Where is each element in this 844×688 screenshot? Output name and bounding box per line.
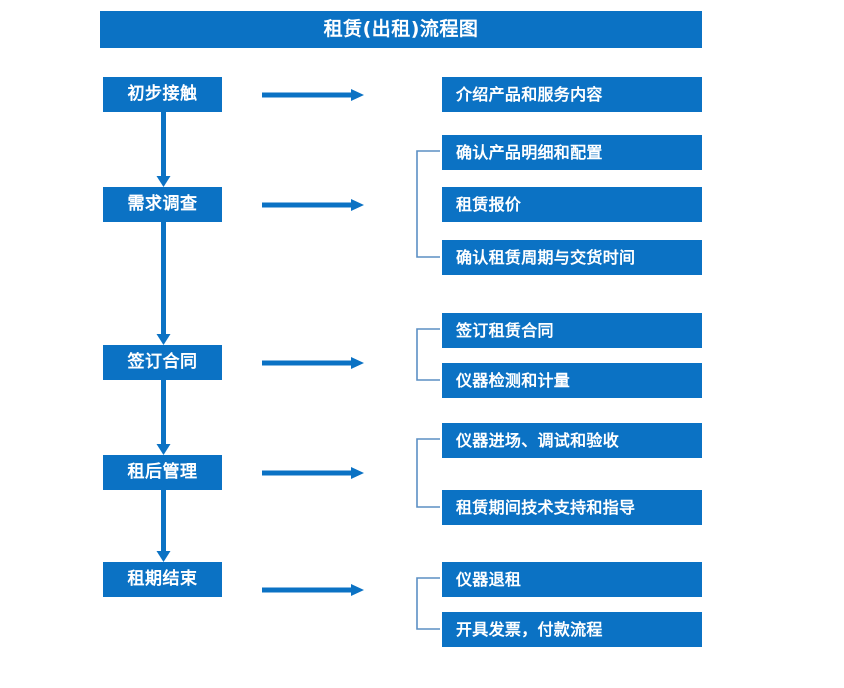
flow-arrow-right-icon-3 [262, 355, 364, 371]
detail-box-10[interactable]: 开具发票，付款流程 [442, 612, 702, 647]
flow-arrow-down-icon-1 [155, 112, 172, 187]
detail-box-6[interactable]: 仪器检测和计量 [442, 363, 702, 398]
detail-label: 租赁期间技术支持和指导 [456, 497, 636, 517]
flow-arrow-right-icon-2 [262, 197, 364, 213]
detail-box-2[interactable]: 确认产品明细和配置 [442, 135, 702, 170]
flow-arrow-right-icon-4 [262, 465, 364, 481]
detail-label: 确认产品明细和配置 [456, 142, 603, 162]
chart-title-bar: 租赁(出租)流程图 [100, 11, 702, 48]
detail-label: 仪器进场、调试和验收 [456, 430, 620, 450]
detail-box-3[interactable]: 租赁报价 [442, 187, 702, 222]
detail-box-9[interactable]: 仪器退租 [442, 562, 702, 597]
stage-box-1[interactable]: 初步接触 [103, 77, 222, 112]
flow-arrow-down-icon-3 [155, 380, 172, 455]
flow-arrow-down-icon-4 [155, 490, 172, 562]
flow-arrow-right-icon-5 [262, 582, 364, 598]
group-bracket-4 [416, 577, 440, 630]
stage-label: 签订合同 [127, 352, 198, 372]
stage-label: 租后管理 [127, 462, 198, 482]
detail-box-5[interactable]: 签订租赁合同 [442, 313, 702, 348]
detail-box-1[interactable]: 介绍产品和服务内容 [442, 77, 702, 112]
stage-label: 需求调查 [127, 194, 198, 214]
detail-label: 租赁报价 [456, 194, 522, 214]
stage-box-3[interactable]: 签订合同 [103, 345, 222, 380]
stage-label: 租期结束 [127, 569, 198, 589]
stage-box-2[interactable]: 需求调查 [103, 187, 222, 222]
detail-label: 介绍产品和服务内容 [456, 84, 603, 104]
detail-box-7[interactable]: 仪器进场、调试和验收 [442, 423, 702, 458]
detail-label: 确认租赁周期与交货时间 [456, 247, 636, 267]
group-bracket-1 [416, 150, 440, 258]
detail-label: 开具发票，付款流程 [456, 619, 603, 639]
stage-box-4[interactable]: 租后管理 [103, 455, 222, 490]
detail-label: 仪器退租 [456, 569, 522, 589]
detail-label: 签订租赁合同 [456, 320, 554, 340]
group-bracket-3 [416, 438, 440, 508]
detail-box-8[interactable]: 租赁期间技术支持和指导 [442, 490, 702, 525]
stage-box-5[interactable]: 租期结束 [103, 562, 222, 597]
flow-arrow-right-icon-1 [262, 87, 364, 103]
detail-box-4[interactable]: 确认租赁周期与交货时间 [442, 240, 702, 275]
flow-arrow-down-icon-2 [155, 222, 172, 345]
detail-label: 仪器检测和计量 [456, 370, 571, 390]
group-bracket-2 [416, 328, 440, 381]
page-title: 租赁(出租)流程图 [323, 18, 479, 40]
stage-label: 初步接触 [127, 84, 198, 104]
